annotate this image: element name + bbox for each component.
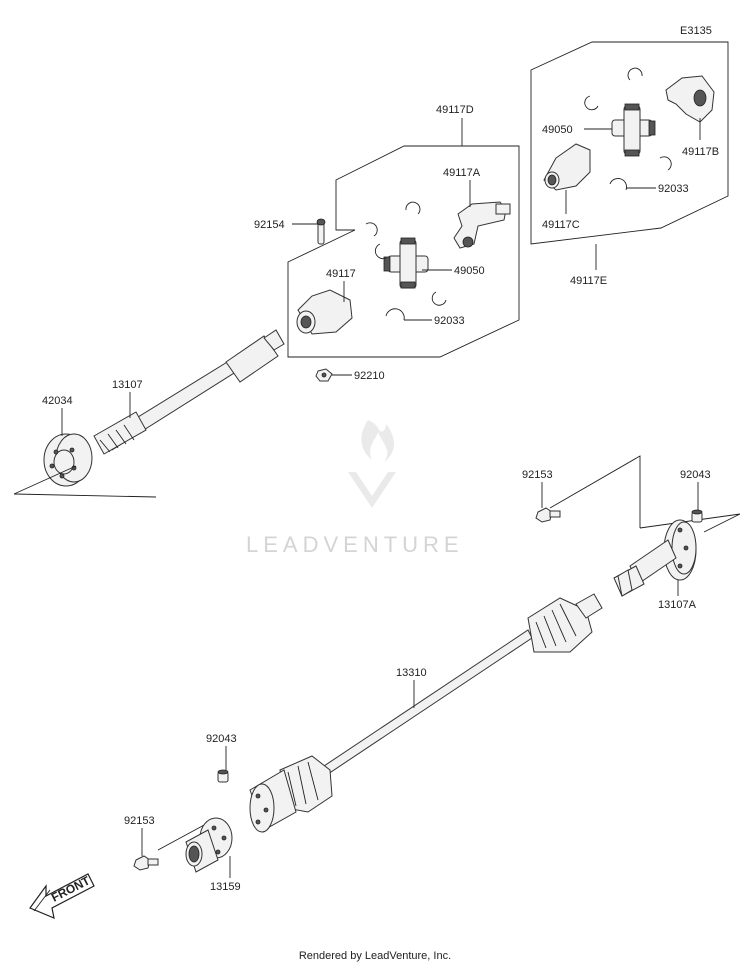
label-92153-top: 92153 xyxy=(522,469,553,481)
label-49117: 49117 xyxy=(326,268,356,280)
label-92043-bottom: 92043 xyxy=(206,733,237,745)
label-92154: 92154 xyxy=(254,219,285,231)
centerline-left-a xyxy=(13,465,77,495)
label-49050-left: 49050 xyxy=(454,265,485,277)
flange-42034 xyxy=(43,433,93,487)
snap-rings-right xyxy=(584,67,672,191)
nut-92210 xyxy=(315,368,333,382)
label-92033-left: 92033 xyxy=(434,315,465,327)
shaft-13107A xyxy=(613,519,697,597)
pin-92154 xyxy=(316,218,326,245)
label-92043-top: 92043 xyxy=(680,469,711,481)
footer-credit: Rendered by LeadVenture, Inc. xyxy=(298,950,452,962)
label-49117C: 49117C xyxy=(542,219,580,231)
centerline-bottom xyxy=(157,823,207,851)
snap-rings-left xyxy=(365,201,447,321)
watermark-text: LEADVENTURE xyxy=(246,532,464,557)
label-92153-bottom: 92153 xyxy=(124,815,155,827)
label-49117E: 49117E xyxy=(570,275,607,287)
flange-13159 xyxy=(185,817,233,873)
label-49050-right: 49050 xyxy=(542,124,573,136)
kit-49117D-outline xyxy=(287,145,520,358)
diagram-code: E3135 xyxy=(680,25,712,37)
centerline-left-b xyxy=(13,493,157,498)
shaft-13107 xyxy=(93,329,285,455)
cross-joint-49050-right xyxy=(611,103,656,157)
centerline-right xyxy=(549,455,741,533)
bolt-92153-top xyxy=(535,507,561,523)
yoke-49117C xyxy=(543,143,591,191)
bolt-92153-bottom xyxy=(133,855,159,871)
yoke-49117B xyxy=(665,75,715,123)
label-92033-right: 92033 xyxy=(658,183,689,195)
label-13107A: 13107A xyxy=(658,599,697,611)
label-13159: 13159 xyxy=(210,881,241,893)
plug-92043-top xyxy=(691,509,703,523)
label-13107: 13107 xyxy=(112,379,143,391)
yoke-49117 xyxy=(296,289,353,335)
kit-49117E-outline xyxy=(530,41,729,245)
front-arrow: FRONT xyxy=(29,873,95,919)
label-13310: 13310 xyxy=(396,667,427,679)
label-49117B: 49117B xyxy=(682,146,719,158)
label-49117A: 49117A xyxy=(443,167,481,179)
label-49117D: 49117D xyxy=(436,104,474,116)
cross-joint-49050-left xyxy=(383,237,429,289)
label-42034: 42034 xyxy=(42,395,73,407)
driveshaft-13310 xyxy=(249,593,603,833)
front-arrow-label: FRONT xyxy=(49,873,93,905)
yoke-49117A xyxy=(453,201,511,249)
plug-92043-bottom xyxy=(217,769,229,783)
watermark-logo xyxy=(348,420,396,508)
label-92210: 92210 xyxy=(354,370,385,382)
